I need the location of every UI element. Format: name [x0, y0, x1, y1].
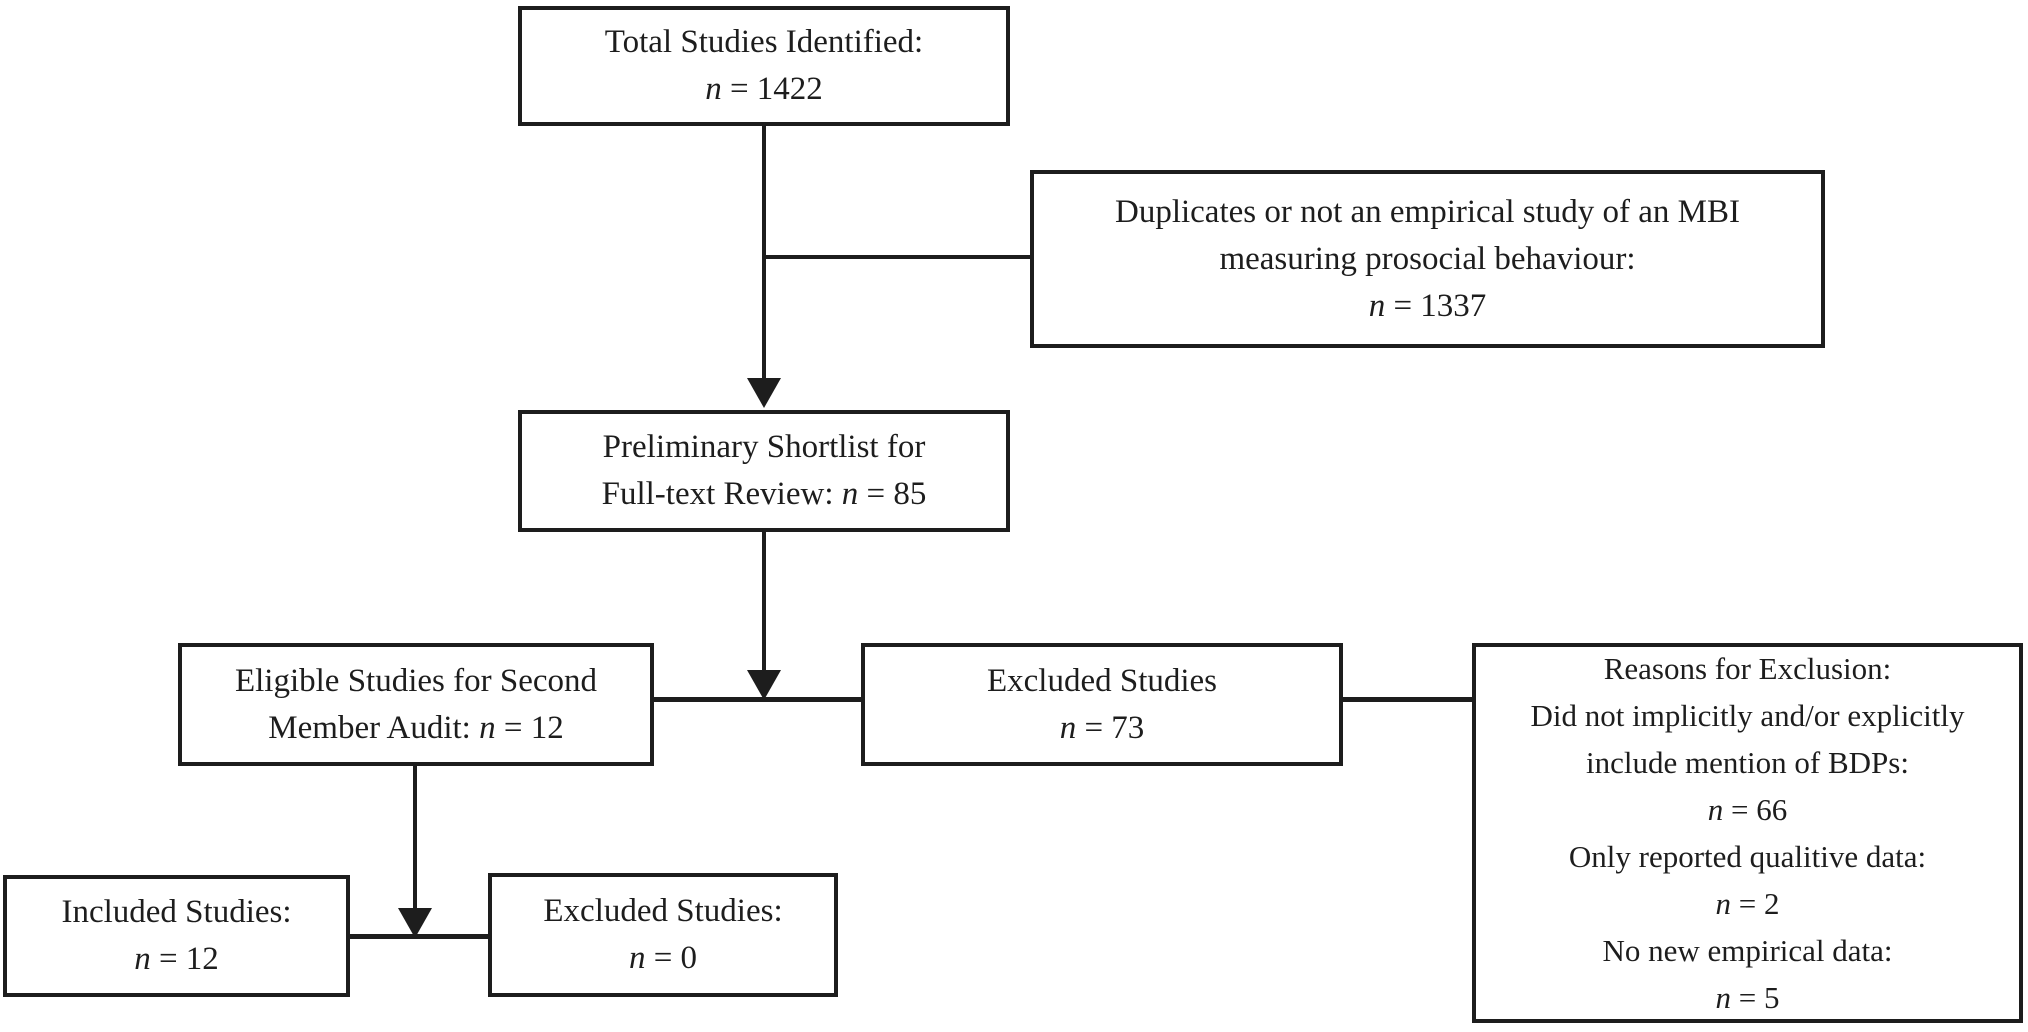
node-text-line: n = 2	[1715, 886, 1780, 921]
connector-eligible-down-line	[413, 766, 417, 910]
node-excluded-studies-fulltext: Excluded Studies n = 73	[861, 643, 1343, 766]
node-total-studies: Total Studies Identified: n = 1422	[518, 6, 1010, 126]
node-text-line: Did not implicitly and/or explicitly	[1530, 698, 1965, 733]
node-text-line: Preliminary Shortlist for	[602, 429, 926, 465]
node-excluded-studies-audit: Excluded Studies: n = 0	[488, 873, 838, 997]
node-text-line: n = 1422	[705, 71, 823, 107]
connector-eligible-to-excluded-line	[653, 697, 861, 702]
node-text-line: n = 1337	[1368, 287, 1487, 324]
node-text-line: Duplicates or not an empirical study of …	[1114, 193, 1741, 230]
connector-eligible-down-arrowhead-icon	[398, 908, 432, 938]
connector-shortlist-down-line	[762, 532, 766, 672]
node-text-line: measuring prosocial behaviour:	[1219, 240, 1636, 277]
node-preliminary-shortlist: Preliminary Shortlist for Full-text Revi…	[518, 410, 1010, 532]
connector-total-to-shortlist-arrowhead-icon	[747, 378, 781, 408]
connector-excluded-to-reasons-line	[1343, 697, 1472, 702]
node-included-studies: Included Studies: n = 12	[3, 875, 350, 997]
connector-total-to-shortlist-line	[762, 126, 766, 380]
node-text-line: n = 5	[1715, 980, 1780, 1015]
connector-branch-to-duplicates-line	[764, 255, 1030, 259]
node-text-line: No new empirical data:	[1602, 933, 1893, 968]
node-text-line: Reasons for Exclusion:	[1603, 651, 1892, 686]
node-text-line: Excluded Studies	[986, 662, 1218, 699]
node-text-line: Included Studies:	[61, 894, 292, 930]
node-text-line: Only reported qualitive data:	[1568, 839, 1927, 874]
node-text-line: Member Audit: n = 12	[268, 709, 564, 746]
node-duplicates-excluded: Duplicates or not an empirical study of …	[1030, 170, 1825, 348]
node-text-line: n = 66	[1707, 792, 1788, 827]
node-text-line: n = 73	[1059, 709, 1145, 746]
node-text-line: Eligible Studies for Second	[234, 662, 598, 699]
node-text-line: Total Studies Identified:	[604, 24, 924, 60]
node-text-line: include mention of BDPs:	[1586, 745, 1909, 780]
node-reasons-for-exclusion: Reasons for Exclusion: Did not implicitl…	[1472, 643, 2023, 1023]
node-text-line: n = 0	[628, 940, 698, 976]
node-text-line: n = 12	[134, 941, 219, 977]
node-text-line: Excluded Studies:	[543, 893, 783, 929]
connector-shortlist-down-arrowhead-icon	[747, 670, 781, 700]
node-eligible-studies: Eligible Studies for Second Member Audit…	[178, 643, 654, 766]
node-text-line: Full-text Review: n = 85	[601, 476, 927, 512]
connector-included-to-excluded-line	[350, 934, 488, 939]
